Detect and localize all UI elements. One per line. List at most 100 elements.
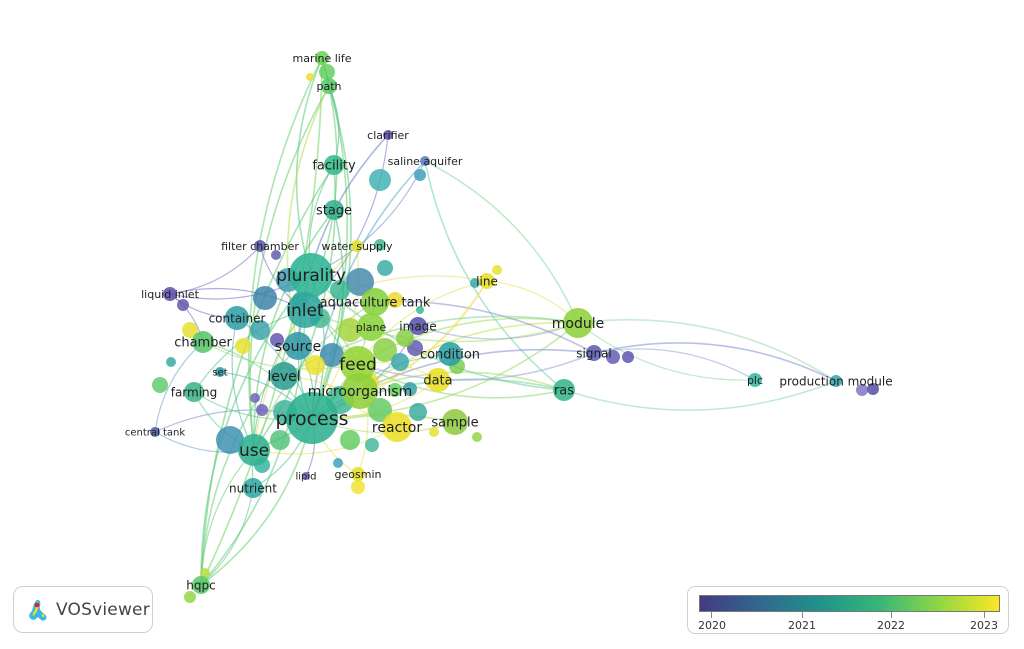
label-farming[interactable]: farming: [171, 385, 218, 399]
unlabeled-node[interactable]: [330, 280, 350, 300]
unlabeled-node[interactable]: [271, 250, 281, 260]
unlabeled-node[interactable]: [403, 382, 417, 396]
label-nutrient[interactable]: nutrient: [229, 481, 277, 495]
node-marine-life[interactable]: [315, 51, 329, 65]
unlabeled-node[interactable]: [200, 568, 210, 578]
node-chamber[interactable]: [192, 331, 214, 353]
label-feed[interactable]: feed: [339, 355, 377, 375]
unlabeled-node[interactable]: [270, 333, 284, 347]
label-condition[interactable]: condition: [420, 348, 480, 363]
label-inlet[interactable]: inlet: [286, 301, 324, 321]
unlabeled-node[interactable]: [416, 306, 424, 314]
label-plurality[interactable]: plurality: [276, 266, 346, 286]
node-geosmin[interactable]: [351, 467, 365, 481]
label-source[interactable]: source: [275, 339, 322, 355]
unlabeled-node[interactable]: [351, 480, 365, 494]
node-lipid[interactable]: [302, 472, 310, 480]
unlabeled-node[interactable]: [270, 430, 290, 450]
unlabeled-node[interactable]: [256, 404, 268, 416]
unlabeled-node[interactable]: [338, 318, 362, 342]
unlabeled-node[interactable]: [429, 427, 439, 437]
node-inlet[interactable]: [287, 292, 323, 328]
node-condition[interactable]: [438, 342, 462, 366]
unlabeled-node[interactable]: [374, 239, 386, 251]
unlabeled-node[interactable]: [319, 64, 335, 80]
node-signal[interactable]: [586, 345, 602, 361]
unlabeled-node[interactable]: [470, 278, 480, 288]
unlabeled-node[interactable]: [622, 351, 634, 363]
label-container[interactable]: container: [209, 311, 266, 325]
unlabeled-node[interactable]: [472, 432, 482, 442]
unlabeled-node[interactable]: [387, 292, 403, 308]
unlabeled-node[interactable]: [177, 299, 189, 311]
label-data[interactable]: data: [423, 374, 452, 389]
node-reactor[interactable]: [382, 412, 412, 442]
node-level[interactable]: [270, 362, 298, 390]
node-water-supply[interactable]: [351, 240, 363, 252]
unlabeled-node[interactable]: [377, 260, 393, 276]
unlabeled-node[interactable]: [250, 320, 270, 340]
label-path[interactable]: path: [316, 80, 341, 93]
unlabeled-node[interactable]: [340, 430, 360, 450]
label-plane[interactable]: plane: [356, 321, 387, 334]
node-line[interactable]: [479, 273, 495, 289]
unlabeled-node[interactable]: [320, 343, 344, 367]
node-aquaculture-tank[interactable]: [361, 288, 389, 316]
node-saline-aquifer[interactable]: [420, 156, 430, 166]
node-central-tank[interactable]: [150, 427, 160, 437]
label-ras[interactable]: ras: [554, 384, 574, 399]
unlabeled-node[interactable]: [346, 268, 374, 296]
node-production-module[interactable]: [830, 375, 842, 387]
label-level[interactable]: level: [267, 369, 300, 385]
unlabeled-node[interactable]: [856, 384, 868, 396]
label-stage[interactable]: stage: [316, 204, 352, 219]
node-sample[interactable]: [442, 409, 468, 435]
label-plc[interactable]: plc: [747, 374, 763, 387]
node-stage[interactable]: [324, 200, 344, 220]
unlabeled-node[interactable]: [373, 338, 397, 362]
unlabeled-node[interactable]: [492, 265, 502, 275]
unlabeled-node[interactable]: [368, 398, 392, 422]
label-aquaculture-tank[interactable]: aquaculture tank: [320, 296, 431, 311]
label-sample[interactable]: sample: [431, 416, 478, 431]
label-clarifier[interactable]: clarifier: [367, 129, 409, 142]
vosviewer-logo-button[interactable]: VOSviewer: [13, 586, 153, 633]
label-process[interactable]: process: [275, 408, 348, 430]
label-hqpc[interactable]: hqpc: [186, 578, 215, 592]
node-facility[interactable]: [324, 155, 344, 175]
unlabeled-node[interactable]: [414, 169, 426, 181]
node-microorganism[interactable]: [342, 373, 378, 409]
node-data[interactable]: [426, 368, 450, 392]
unlabeled-node[interactable]: [333, 458, 343, 468]
unlabeled-node[interactable]: [216, 426, 244, 454]
unlabeled-node[interactable]: [867, 383, 879, 395]
label-central-tank[interactable]: central tank: [125, 428, 185, 439]
node-farming[interactable]: [184, 382, 204, 402]
node-hqpc[interactable]: [192, 576, 210, 594]
node-clarifier[interactable]: [383, 130, 393, 140]
label-use[interactable]: use: [239, 441, 269, 461]
label-lipid[interactable]: lipid: [295, 472, 316, 483]
label-geosmin[interactable]: geosmin: [335, 468, 382, 481]
label-facility[interactable]: facility: [312, 159, 356, 174]
unlabeled-node[interactable]: [306, 73, 314, 81]
label-module[interactable]: module: [552, 316, 604, 332]
unlabeled-node[interactable]: [365, 438, 379, 452]
unlabeled-node[interactable]: [184, 591, 196, 603]
unlabeled-node[interactable]: [253, 286, 277, 310]
node-module[interactable]: [563, 308, 593, 338]
label-line[interactable]: line: [476, 274, 498, 288]
unlabeled-node[interactable]: [391, 353, 409, 371]
unlabeled-node[interactable]: [250, 393, 260, 403]
node-ras[interactable]: [553, 379, 575, 401]
node-image[interactable]: [409, 317, 427, 335]
label-filter-chamber[interactable]: filter chamber: [221, 240, 299, 253]
node-feed[interactable]: [340, 346, 376, 382]
unlabeled-node[interactable]: [388, 383, 402, 397]
node-liquid-inlet[interactable]: [163, 287, 177, 301]
node-container[interactable]: [225, 306, 249, 330]
unlabeled-node[interactable]: [235, 338, 251, 354]
node-nutrient[interactable]: [243, 478, 263, 498]
unlabeled-node[interactable]: [606, 350, 620, 364]
node-plc[interactable]: [748, 373, 762, 387]
